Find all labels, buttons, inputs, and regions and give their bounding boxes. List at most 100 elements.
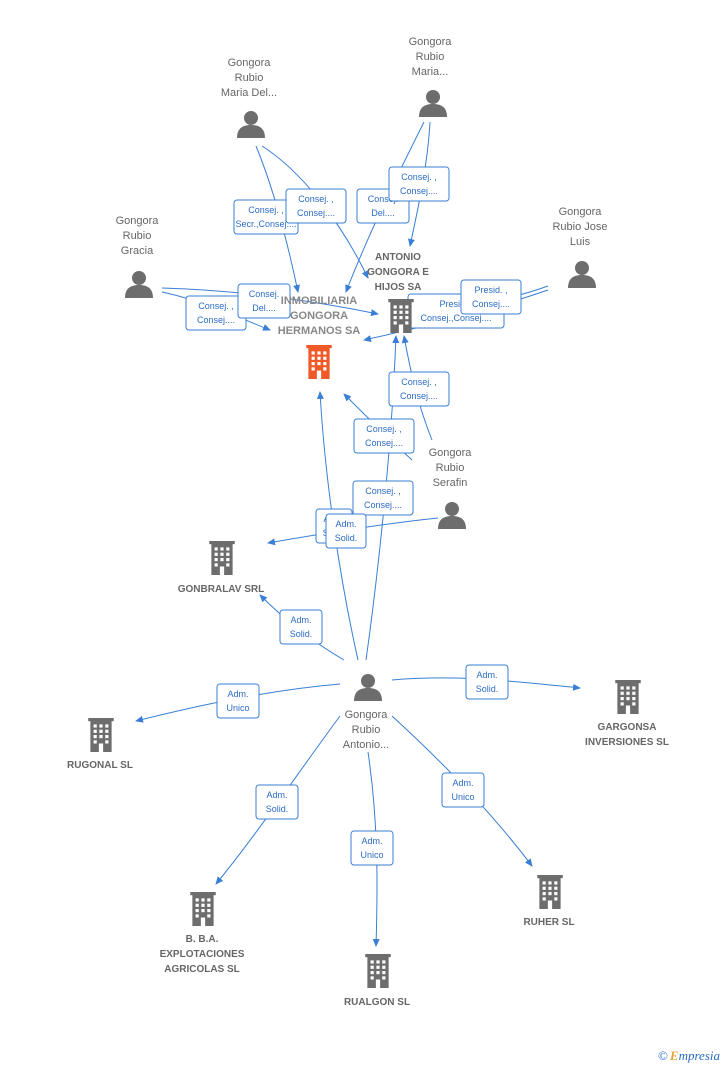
role-text: Unico [360, 850, 383, 860]
node-label: HIJOS SA [375, 282, 422, 293]
person-icon [438, 502, 466, 529]
node-label: Rubio [436, 462, 465, 474]
role-text: Presid. , [474, 285, 507, 295]
node-label: GONGORA [290, 310, 348, 322]
role-box-frame [237, 283, 291, 319]
node-label: Rubio [235, 72, 264, 84]
node-label: RUHER SL [523, 917, 574, 928]
role-box[interactable]: Consej. ,Consej.... [353, 418, 415, 454]
role-box[interactable]: Consej. ,Consej.... [388, 371, 450, 407]
node-label: Serafin [433, 477, 468, 489]
role-box[interactable]: Adm.Solid. [465, 664, 509, 700]
role-box[interactable]: Adm. Unico [441, 772, 485, 808]
node-label: Rubio [416, 51, 445, 63]
node-label: Rubio Jose [552, 221, 607, 233]
brand-name: mpresia [678, 1048, 720, 1063]
role-box-frame [388, 371, 450, 407]
node-label: GARGONSA [598, 722, 657, 733]
node-label: HERMANOS SA [278, 325, 361, 337]
node-label: GONGORA E [367, 267, 429, 278]
role-box-frame [325, 513, 367, 549]
role-text: Unico [451, 792, 474, 802]
company-node[interactable]: RUHER SL [523, 875, 575, 928]
person-node[interactable]: GongoraRubioAntonio... [343, 674, 389, 751]
role-box[interactable]: Adm. Unico [350, 830, 394, 866]
role-box[interactable]: Consej. ,Secr.,Consej.... [233, 199, 299, 235]
building-icon [388, 299, 414, 333]
role-box[interactable]: Adm.Solid. [255, 784, 299, 820]
role-text: Adm. [335, 519, 356, 529]
building-icon [365, 954, 391, 988]
role-box[interactable]: Adm.Unico [216, 683, 260, 719]
role-text: Solid. [266, 804, 289, 814]
role-text: Presid. , [439, 299, 472, 309]
node-label: AGRICOLAS SL [164, 964, 240, 975]
role-box-frame [216, 683, 260, 719]
node-label: Rubio [123, 230, 152, 242]
role-box[interactable]: Presid. ,Consej.... [460, 279, 522, 315]
role-box[interactable]: Adm. Solid. [325, 513, 367, 549]
role-text: Consej. , [198, 301, 234, 311]
role-text: Adm. [361, 836, 382, 846]
node-label: B. B.A. [186, 934, 219, 945]
node-label: Gongora [429, 447, 473, 459]
person-icon [125, 271, 153, 298]
role-box-frame [350, 830, 394, 866]
role-box[interactable]: Consej. ,Consej.... [388, 166, 450, 202]
person-icon [419, 90, 447, 117]
building-icon [190, 892, 216, 926]
node-label: Antonio... [343, 739, 389, 751]
role-text: Consej. [249, 289, 280, 299]
node-label: Gongora [559, 206, 603, 218]
role-box[interactable]: Consej. , Consej.... [185, 295, 247, 331]
role-box[interactable]: Adm.Solid. [279, 609, 323, 645]
role-box-frame [353, 418, 415, 454]
role-text: Consej.,Consej.... [420, 313, 491, 323]
role-text: Consej.... [197, 315, 235, 325]
role-text: Solid. [335, 533, 358, 543]
person-icon [237, 111, 265, 138]
node-label: Gongora [116, 215, 160, 227]
company-node[interactable]: B. B.A. EXPLOTACIONES AGRICOLAS SL [160, 892, 245, 975]
node-label: INMOBILIARIA [281, 295, 357, 307]
building-icon [537, 875, 563, 909]
person-node[interactable]: GongoraRubioMaria... [409, 36, 453, 117]
node-label: EXPLOTACIONES [160, 949, 245, 960]
node-label: Maria... [412, 66, 449, 78]
role-box-frame [285, 188, 347, 224]
role-text: Consej. [368, 194, 399, 204]
node-label: GONBRALAV SRL [178, 584, 264, 595]
company-node[interactable]: GONBRALAV SRL [178, 541, 264, 595]
role-text: Consej. , [298, 194, 334, 204]
person-icon [354, 674, 382, 701]
node-label: RUALGON SL [344, 997, 410, 1008]
role-box-frame [460, 279, 522, 315]
role-box[interactable]: Consej. Del.... [237, 283, 291, 319]
role-text: Secr.,Consej.... [235, 219, 296, 229]
company-node[interactable]: GARGONSA INVERSIONES SL [585, 680, 669, 748]
role-box[interactable]: Consej. ,Consej.... [352, 480, 414, 516]
role-box[interactable]: Consej. , Consej.... [285, 188, 347, 224]
person-icon [568, 261, 596, 288]
node-label: Rubio [352, 724, 381, 736]
role-text: Adm. [452, 778, 473, 788]
company-node[interactable]: RUALGON SL [344, 954, 410, 1008]
role-text: Del.... [252, 303, 276, 313]
company-node-focus[interactable]: INMOBILIARIA GONGORA HERMANOS SA [278, 295, 361, 379]
company-node[interactable]: ANTONIO GONGORA E HIJOS SA [367, 252, 429, 333]
role-box-frame [279, 609, 323, 645]
node-label: ANTONIO [375, 252, 421, 263]
role-text: Consej. , [365, 486, 401, 496]
company-node[interactable]: RUGONAL SL [67, 718, 133, 771]
node-label: INVERSIONES SL [585, 737, 669, 748]
node-label: Luis [570, 236, 591, 248]
node-label: RUGONAL SL [67, 760, 133, 771]
role-text: Consej.... [297, 208, 335, 218]
node-label: Gongora [409, 36, 453, 48]
